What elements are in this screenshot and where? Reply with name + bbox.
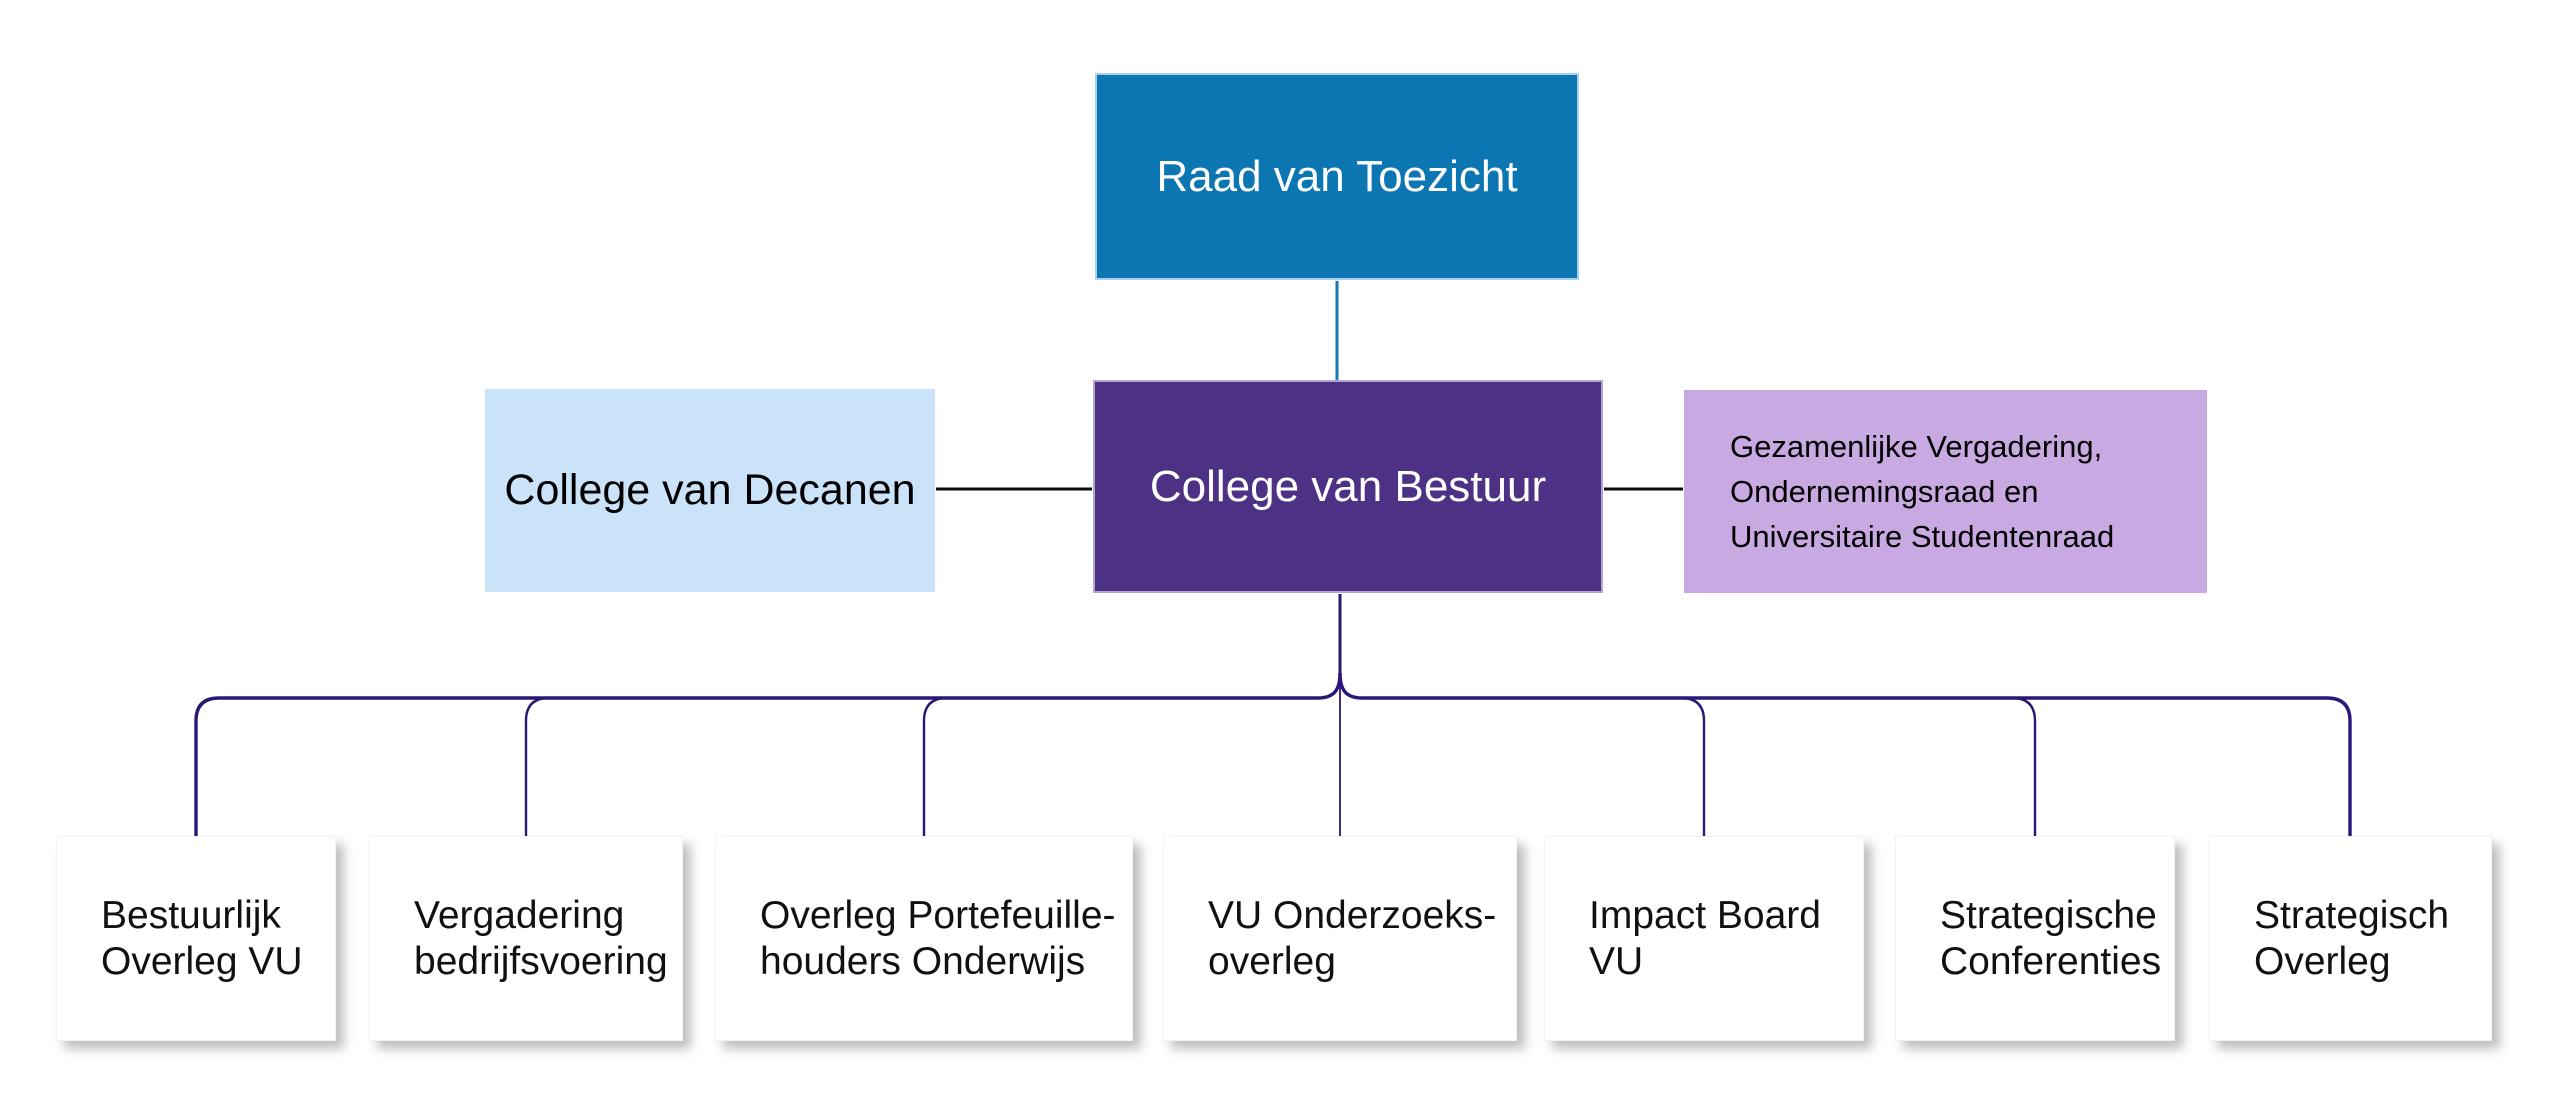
box-vergadering-bedrijfsvoering: Vergadering bedrijfsvoering (369, 836, 683, 1041)
connector-bus-right (1338, 672, 2352, 836)
box-raad-van-toezicht: Raad van Toezicht (1095, 73, 1579, 280)
box-college-van-decanen-label: College van Decanen (504, 466, 916, 514)
box-bestuurlijk-overleg-vu: Bestuurlijk Overleg VU (56, 836, 336, 1041)
box-vu-onderzoeksoverleg: VU Onderzoeks- overleg (1163, 836, 1517, 1041)
connector-drop-3 (922, 696, 948, 836)
box-vergadering-bedrijfsvoering-label: Vergadering bedrijfsvoering (414, 893, 668, 983)
box-impact-board-vu-label: Impact Board VU (1589, 893, 1821, 983)
box-gezamenlijke-vergadering: Gezamenlijke Vergadering, Ondernemingsra… (1684, 390, 2207, 593)
box-strategisch-overleg: Strategisch Overleg (2209, 836, 2492, 1041)
connector-bus-left (194, 672, 1342, 836)
box-gezamenlijke-vergadering-label: Gezamenlijke Vergadering, Ondernemingsra… (1730, 429, 2115, 554)
box-college-van-bestuur-label: College van Bestuur (1149, 461, 1547, 511)
connector-drop-2 (524, 696, 550, 836)
box-strategische-conferenties-label: Strategische Conferenties (1940, 893, 2162, 983)
box-bestuurlijk-overleg-vu-label: Bestuurlijk Overleg VU (101, 893, 303, 983)
box-impact-board-vu: Impact Board VU (1544, 836, 1864, 1041)
box-overleg-portefeuillehouders-onderwijs-label: Overleg Portefeuille- houders Onderwijs (760, 893, 1116, 983)
connector-drop-5 (1680, 696, 1706, 836)
box-college-van-bestuur: College van Bestuur (1093, 380, 1603, 593)
box-college-van-decanen: College van Decanen (485, 389, 935, 592)
box-overleg-portefeuillehouders-onderwijs: Overleg Portefeuille- houders Onderwijs (715, 836, 1133, 1041)
box-vu-onderzoeksoverleg-label: VU Onderzoeks- overleg (1208, 893, 1497, 983)
box-raad-van-toezicht-label: Raad van Toezicht (1156, 151, 1518, 201)
box-strategisch-overleg-label: Strategisch Overleg (2254, 893, 2450, 983)
connector-drop-6 (2011, 696, 2037, 836)
box-strategische-conferenties: Strategische Conferenties (1895, 836, 2175, 1041)
